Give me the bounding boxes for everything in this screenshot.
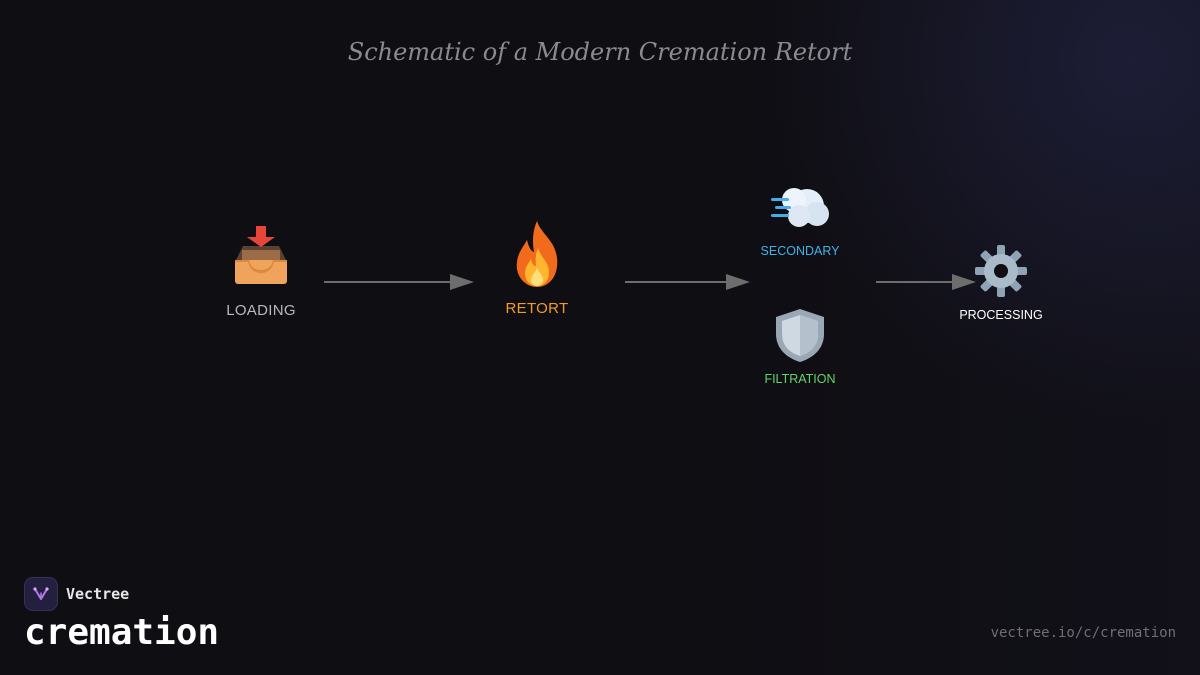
edge-retort-secondary [625,274,750,290]
node-filtration: FILTRATION [745,306,855,386]
brand-name: Vectree [66,585,130,603]
node-label-retort: RETORT [505,300,569,317]
node-retort: RETORT [487,218,587,317]
edge-loading-retort [324,274,474,290]
node-label-secondary: SECONDARY [760,244,840,258]
node-secondary: SECONDARY [745,178,855,258]
fire-icon [487,218,587,290]
node-processing: PROCESSING [946,242,1056,322]
gear-icon [946,242,1056,300]
shield-icon [745,306,855,364]
node-label-processing: PROCESSING [959,308,1043,322]
inbox-tray-icon [211,222,311,290]
brand-row: Vectree [24,577,219,611]
diagram-title: Schematic of a Modern Cremation Retort [347,38,853,66]
node-loading: LOADING [211,222,311,319]
dash-wind-icon [745,178,855,236]
node-label-filtration: FILTRATION [764,372,836,386]
topic-title: cremation [24,612,220,653]
brand-block: Vectree cremation [24,577,219,651]
node-label-loading: LOADING [226,302,296,319]
vectree-logo-icon [24,577,58,611]
source-url[interactable]: vectree.io/c/cremation [990,625,1176,641]
edge-secondary-processing [876,274,976,290]
